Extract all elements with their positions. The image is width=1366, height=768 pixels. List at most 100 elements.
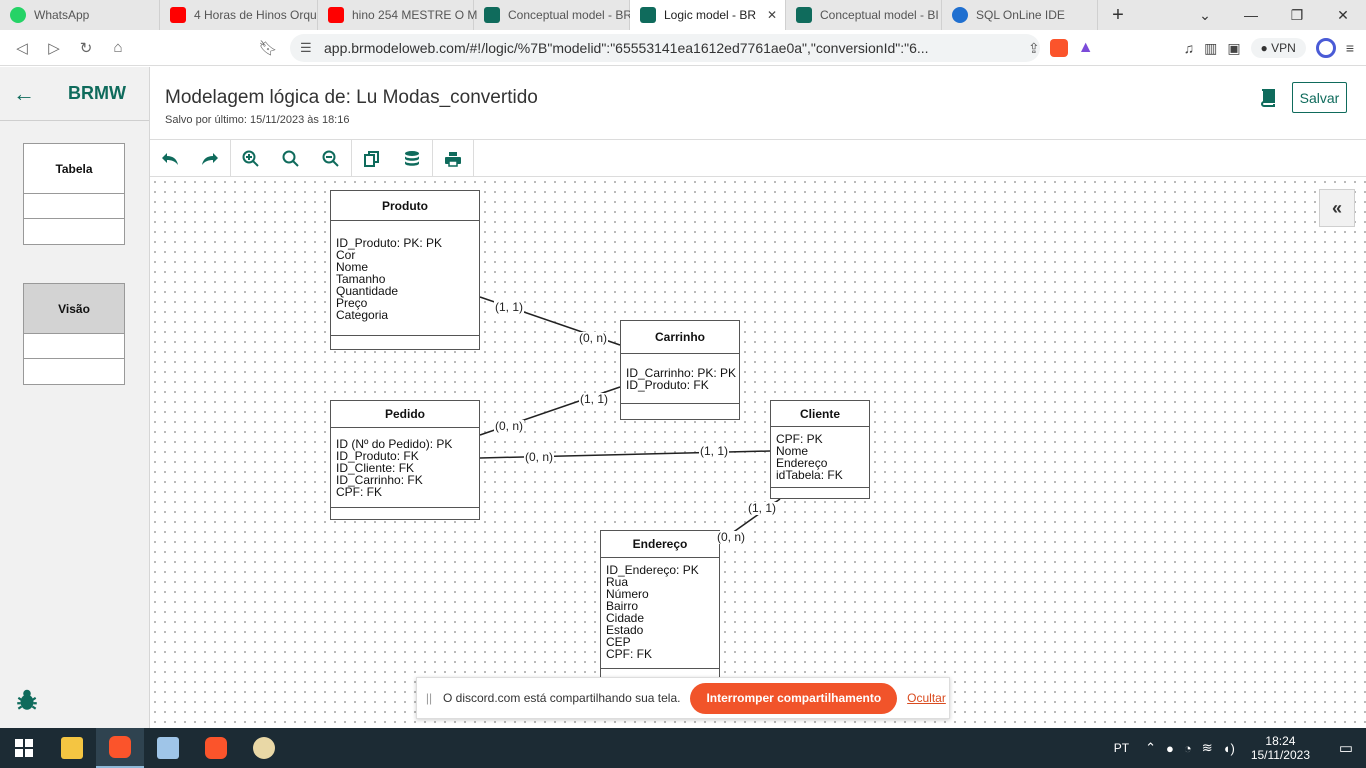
view-palette-item[interactable]: Visão bbox=[23, 283, 125, 385]
cardinality-label: (0, n) bbox=[578, 331, 609, 345]
brave-shield-icon[interactable] bbox=[1049, 39, 1068, 57]
zoom-reset-icon[interactable] bbox=[271, 140, 311, 177]
data-group bbox=[352, 140, 433, 177]
tab-logic-model[interactable]: Logic model - BR ✕ bbox=[630, 0, 786, 30]
redo-icon[interactable] bbox=[190, 140, 230, 177]
back-arrow-icon[interactable]: ← bbox=[13, 80, 35, 106]
entity-carrinho[interactable]: Carrinho ID_Carrinho: PK: PK ID_Produto:… bbox=[620, 320, 740, 420]
collapse-panel-button[interactable]: « bbox=[1319, 189, 1355, 227]
entity-endereco[interactable]: Endereço ID_Endereço: PK Rua Número Bair… bbox=[600, 530, 720, 690]
clock[interactable]: 18:24 15/11/2023 bbox=[1251, 734, 1310, 762]
microphone-icon[interactable]: ● bbox=[1166, 740, 1174, 756]
tab-label: WhatsApp bbox=[34, 8, 90, 22]
entity-pedido[interactable]: Pedido ID (Nº do Pedido): PK ID_Produto:… bbox=[330, 400, 480, 520]
url-text: app.brmodeloweb.com/#!/logic/%7B"modelid… bbox=[324, 40, 929, 56]
entity-produto[interactable]: Produto ID_Produto: PK: PK Cor Nome Tama… bbox=[330, 190, 480, 350]
diagram-canvas[interactable]: Produto ID_Produto: PK: PK Cor Nome Tama… bbox=[150, 177, 1366, 728]
brave-rewards-icon[interactable]: ▲ bbox=[1077, 39, 1094, 56]
stop-sharing-button[interactable]: Interromper compartilhamento bbox=[690, 682, 898, 714]
tab-sql-online-ide[interactable]: SQL OnLine IDE bbox=[942, 0, 1098, 30]
maximize-icon[interactable]: ❐ bbox=[1290, 7, 1304, 23]
windows-taskbar: PT ⌃ ● ◔ ≋ ◖) 18:24 15/11/2023 ▭ bbox=[0, 728, 1366, 768]
brave-profile-icon[interactable] bbox=[192, 728, 240, 768]
tab-conceptual-model-2[interactable]: Conceptual model - BI bbox=[786, 0, 942, 30]
menu-icon[interactable]: ≡ bbox=[1345, 40, 1354, 56]
attribute: Rua bbox=[606, 575, 629, 589]
model-header: Modelagem lógica de: Lu Modas_convertido… bbox=[150, 67, 1366, 140]
url-field[interactable]: ☰ app.brmodeloweb.com/#!/logic/%7B"model… bbox=[290, 34, 1040, 62]
tab-conceptual-model[interactable]: Conceptual model - BR bbox=[474, 0, 632, 30]
notifications-icon[interactable]: ▭ bbox=[1338, 740, 1354, 757]
notepad-icon[interactable] bbox=[144, 728, 192, 768]
cardinality-label: (0, n) bbox=[716, 530, 747, 544]
network-icon[interactable]: ◔ bbox=[1183, 740, 1192, 756]
attribute: ID_Endereço: PK bbox=[606, 563, 699, 577]
chevron-up-icon[interactable]: ⌃ bbox=[1145, 740, 1157, 755]
attribute: Nome bbox=[776, 444, 809, 458]
tab-label: Logic model - BR bbox=[664, 8, 757, 22]
vpn-label: VPN bbox=[1271, 41, 1296, 55]
bookmark-icon[interactable]: 🔖︎ bbox=[258, 39, 278, 57]
view-palette-row bbox=[24, 359, 124, 384]
close-window-icon[interactable]: ✕ bbox=[1337, 7, 1349, 23]
tab-search-icon[interactable]: ⌄ bbox=[1199, 7, 1211, 23]
share-icon[interactable]: ⇪ bbox=[1028, 39, 1040, 56]
reload-icon[interactable]: ↻ bbox=[79, 39, 93, 57]
bug-report-icon[interactable] bbox=[14, 687, 40, 713]
wallet-icon[interactable]: ▣ bbox=[1227, 39, 1241, 56]
table-palette-item[interactable]: Tabela bbox=[23, 143, 125, 245]
forward-icon[interactable]: ▷ bbox=[48, 39, 60, 57]
last-saved-text: Salvo por último: 15/11/2023 às 18:16 bbox=[165, 114, 350, 126]
tab-label: Conceptual model - BI bbox=[820, 8, 939, 22]
minimize-icon[interactable]: — bbox=[1244, 7, 1258, 23]
leo-ai-icon[interactable] bbox=[1315, 38, 1336, 58]
language-indicator[interactable]: PT bbox=[1113, 741, 1130, 755]
brmodelo-icon bbox=[796, 7, 812, 23]
save-button[interactable]: Salvar bbox=[1292, 82, 1347, 113]
cardinality-label: (1, 1) bbox=[747, 501, 778, 515]
attribute: ID_Carrinho: FK bbox=[336, 473, 423, 487]
zoom-group bbox=[231, 140, 352, 177]
drag-handle-icon[interactable]: || bbox=[425, 691, 433, 705]
tab-whatsapp[interactable]: WhatsApp bbox=[0, 0, 160, 30]
entity-title: Cliente bbox=[771, 401, 869, 427]
attribute: Categoria bbox=[336, 308, 389, 322]
attribute: Bairro bbox=[606, 599, 639, 613]
entity-title: Carrinho bbox=[621, 321, 739, 354]
sidebar-icon[interactable]: ▥ bbox=[1204, 39, 1218, 56]
back-icon[interactable]: ◁ bbox=[16, 39, 28, 57]
new-tab-button[interactable]: + bbox=[1112, 3, 1124, 26]
start-button[interactable] bbox=[0, 728, 48, 768]
zoom-out-icon[interactable] bbox=[311, 140, 351, 177]
entity-title: Endereço bbox=[601, 531, 719, 558]
attribute: Cor bbox=[336, 248, 356, 262]
vpn-button[interactable]: ● VPN bbox=[1250, 38, 1306, 58]
print-icon[interactable] bbox=[433, 140, 473, 177]
book-icon[interactable] bbox=[1258, 87, 1278, 107]
media-icon[interactable]: ♫ bbox=[1183, 40, 1195, 56]
brand-logo: BRMW bbox=[68, 83, 126, 103]
entity-cliente[interactable]: Cliente CPF: PK Nome Endereço idTabela: … bbox=[770, 400, 870, 499]
entity-attributes: ID_Endereço: PK Rua Número Bairro Cidade… bbox=[601, 558, 719, 669]
hide-link[interactable]: Ocultar bbox=[907, 691, 946, 705]
entity-title: Produto bbox=[331, 191, 479, 221]
database-icon[interactable] bbox=[392, 140, 432, 177]
file-explorer-icon[interactable] bbox=[48, 728, 96, 768]
close-tab-icon[interactable]: ✕ bbox=[766, 8, 777, 22]
brmodelo-icon bbox=[484, 7, 500, 23]
home-icon[interactable]: ⌂ bbox=[113, 39, 123, 56]
zoom-in-icon[interactable] bbox=[231, 140, 271, 177]
site-settings-icon[interactable]: ☰ bbox=[300, 40, 312, 55]
tab-label: hino 254 MESTRE O M bbox=[352, 8, 478, 22]
window-controls: ⌄ — ❐ ✕ bbox=[1182, 0, 1366, 30]
copy-icon[interactable] bbox=[352, 140, 392, 177]
tab-youtube-hinos[interactable]: 4 Horas de Hinos Orqu bbox=[160, 0, 318, 30]
tab-youtube-hino-254[interactable]: hino 254 MESTRE O M bbox=[318, 0, 478, 30]
volume-icon[interactable]: ◖) bbox=[1222, 740, 1235, 756]
attribute: Quantidade bbox=[336, 284, 399, 298]
wifi-icon[interactable]: ≋ bbox=[1201, 740, 1213, 755]
paint-icon[interactable] bbox=[240, 728, 288, 768]
youtube-icon bbox=[328, 7, 344, 23]
brave-browser-icon[interactable] bbox=[96, 728, 144, 768]
undo-icon[interactable] bbox=[150, 140, 190, 177]
